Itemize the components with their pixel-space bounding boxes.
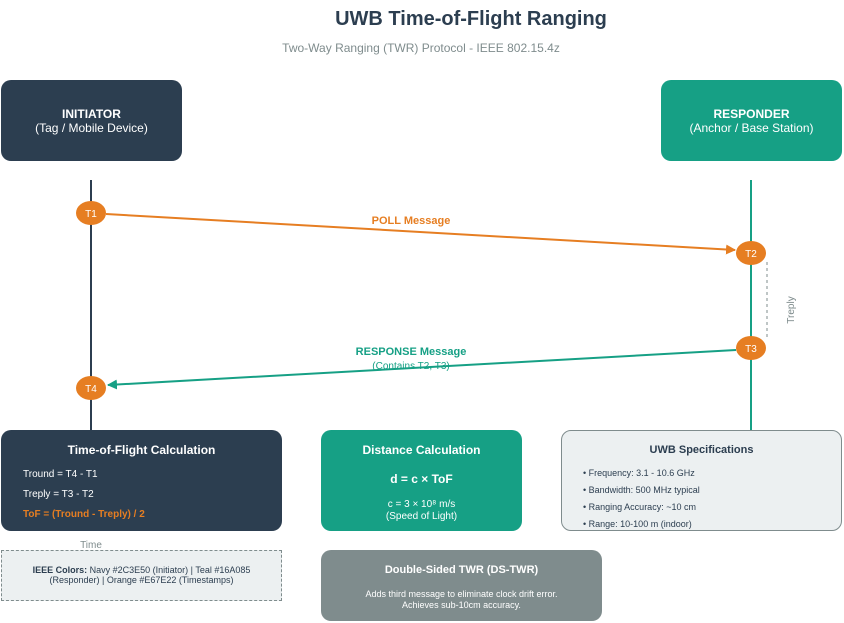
legend-text-2: (Responder) | Orange #E67E22 (Timestamps… xyxy=(49,575,234,585)
color-legend: IEEE Colors: Navy #2C3E50 (Initiator) | … xyxy=(1,550,282,601)
timestamp-t3: T3 xyxy=(736,336,766,360)
response-label: RESPONSE Message xyxy=(356,346,467,358)
tof-calculation-card: Time-of-Flight Calculation Tround = T4 -… xyxy=(1,430,282,531)
spec-card-title: UWB Specifications xyxy=(649,444,754,456)
tof-formula: ToF = (Tround - Treply) / 2 xyxy=(23,509,145,520)
legend-line-1: IEEE Colors: Navy #2C3E50 (Initiator) | … xyxy=(2,565,281,575)
ds-twr-card: Double-Sided TWR (DS-TWR) Adds third mes… xyxy=(321,550,602,621)
t1-label: T1 xyxy=(85,209,97,220)
responder-name: RESPONDER xyxy=(713,106,790,121)
response-note: (Contains T2, T3) xyxy=(372,361,449,372)
spec-accuracy: • Ranging Accuracy: ~10 cm xyxy=(583,502,696,512)
initiator-box: INITIATOR (Tag / Mobile Device) xyxy=(1,80,182,161)
speed-of-light-constant: c = 3 × 10⁸ m/s xyxy=(387,499,456,510)
initiator-name: INITIATOR xyxy=(62,106,121,121)
t3-label: T3 xyxy=(745,344,757,355)
response-arrow xyxy=(107,349,737,390)
treply-label: Treply xyxy=(786,296,797,323)
speed-of-light-note: (Speed of Light) xyxy=(385,511,458,522)
timestamp-t4: T4 xyxy=(76,376,106,400)
spec-range: • Range: 10-100 m (indoor) xyxy=(583,519,692,529)
tround-formula: Tround = T4 - T1 xyxy=(23,469,98,480)
t2-label: T2 xyxy=(745,249,757,260)
poll-label: POLL Message xyxy=(372,215,451,227)
poll-arrow xyxy=(105,213,736,255)
distance-calculation-card: Distance Calculation d = c × ToF c = 3 ×… xyxy=(321,430,522,531)
diagram-title: UWB Time-of-Flight Ranging xyxy=(335,8,607,30)
legend-text-1: Navy #2C3E50 (Initiator) | Teal #16A085 xyxy=(87,565,251,575)
distance-formula: d = c × ToF xyxy=(390,472,453,486)
spec-frequency: • Frequency: 3.1 - 10.6 GHz xyxy=(583,468,695,478)
t4-label: T4 xyxy=(85,384,97,395)
distance-card-title: Distance Calculation xyxy=(362,443,481,457)
uwb-specifications-card: UWB Specifications • Frequency: 3.1 - 10… xyxy=(561,430,842,531)
spec-bandwidth: • Bandwidth: 500 MHz typical xyxy=(583,485,700,495)
treply-formula: Treply = T3 - T2 xyxy=(23,489,94,500)
diagram-subtitle: Two-Way Ranging (TWR) Protocol - IEEE 80… xyxy=(282,41,560,55)
timestamp-t2: T2 xyxy=(736,241,766,265)
ds-twr-line-1: Adds third message to eliminate clock dr… xyxy=(365,589,558,599)
timestamp-t1: T1 xyxy=(76,201,106,225)
tof-card-title: Time-of-Flight Calculation xyxy=(67,443,216,457)
legend-label: IEEE Colors: xyxy=(32,565,88,575)
responder-desc: (Anchor / Base Station) xyxy=(689,120,814,135)
ds-twr-line-2: Achieves sub-10cm accuracy. xyxy=(402,600,521,610)
responder-box: RESPONDER (Anchor / Base Station) xyxy=(661,80,842,161)
ds-twr-title: Double-Sided TWR (DS-TWR) xyxy=(384,564,539,576)
initiator-desc: (Tag / Mobile Device) xyxy=(35,120,148,135)
time-axis-label: Time xyxy=(80,540,102,551)
